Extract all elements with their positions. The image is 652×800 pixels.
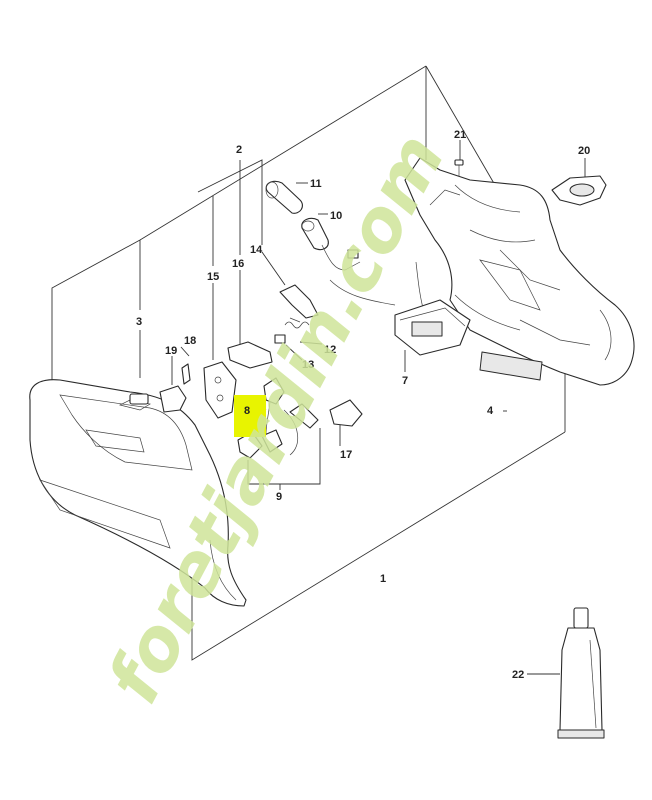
rating-label (479, 351, 543, 381)
callout-label: 19 (165, 345, 177, 357)
callout-label: 8 (244, 405, 250, 417)
callout-labels: 1 2 3 4 7 8 9 10 11 12 13 14 15 16 17 18… (136, 129, 590, 681)
connector-part (301, 217, 361, 271)
latch-part (329, 399, 363, 427)
bracket-lines (51, 65, 586, 675)
callout-label: 3 (136, 316, 142, 328)
contact-strip-part (289, 403, 319, 429)
callout-label: 7 (402, 375, 408, 387)
control-module-part (329, 261, 471, 356)
callout-label: 2 (236, 144, 242, 156)
callout-label: 4 (487, 405, 494, 417)
grease-tube-part (557, 607, 605, 739)
cover-part (159, 385, 187, 413)
screw-part (454, 159, 464, 176)
left-housing-shell (29, 379, 247, 607)
callout-label: 22 (512, 669, 524, 681)
callout-label: 11 (310, 178, 322, 190)
callout-label: 9 (276, 491, 282, 503)
callout-label: 13 (302, 359, 314, 371)
callout-label: 10 (330, 210, 342, 222)
callout-label: 12 (324, 344, 336, 356)
callout-label: 1 (380, 573, 386, 585)
callout-label: 17 (340, 449, 352, 461)
callout-label: 20 (578, 145, 590, 157)
pin-part (181, 363, 191, 385)
callout-label: 15 (207, 271, 219, 283)
wired-switch-part (237, 377, 298, 459)
trigger-bracket-part (203, 361, 237, 419)
end-cap-part (551, 175, 607, 206)
socket-part (265, 180, 303, 214)
switch-part (227, 341, 273, 369)
spring-parts (274, 317, 310, 344)
clip-part (279, 284, 319, 319)
callout-label: 14 (250, 244, 263, 256)
highlighted-callout-box (234, 395, 266, 437)
right-housing-shell (404, 157, 635, 386)
callout-label: 21 (454, 129, 466, 141)
callout-label: 16 (232, 258, 244, 270)
callout-label: 18 (184, 335, 196, 347)
label-plate (129, 393, 149, 405)
